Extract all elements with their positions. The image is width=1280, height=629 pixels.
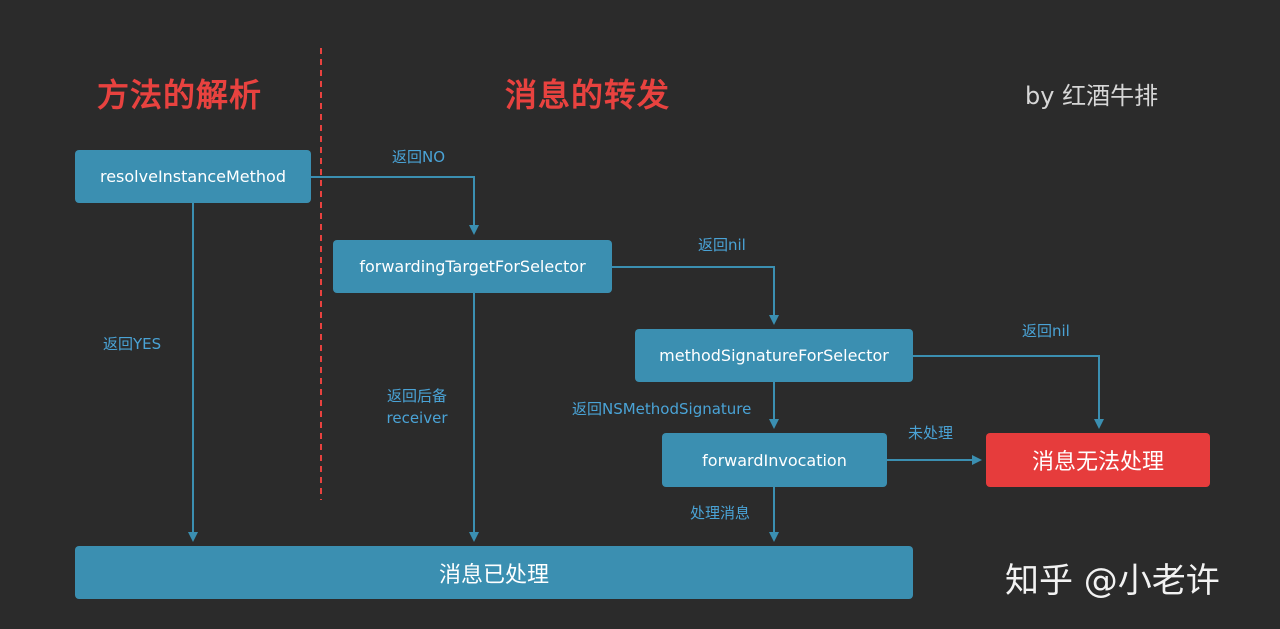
edge-label-return-backup-line2: receiver [386, 409, 448, 427]
node-forwarding-target-for-selector: forwardingTargetForSelector [333, 240, 612, 293]
author-credit: by 红酒牛排 [1025, 82, 1159, 110]
watermark-zhihu: 知乎 @小老许 [1005, 561, 1220, 601]
edge-label-return-nil-forwarding: 返回nil [698, 236, 746, 254]
edge-label-return-ns-method-signature: 返回NSMethodSignature [572, 400, 752, 418]
edge-label-return-nil-signature: 返回nil [1022, 322, 1070, 340]
edge-method-signature-to-cannot-handle [913, 355, 1104, 429]
edge-label-return-backup-receiver: 返回后备 receiver [380, 385, 454, 429]
edge-label-unhandled: 未处理 [908, 424, 954, 442]
node-forward-invocation: forwardInvocation [662, 433, 887, 487]
edge-forwarding-target-to-method-signature [612, 266, 779, 325]
heading-message-forwarding: 消息的转发 [505, 76, 671, 114]
node-method-signature-for-selector: methodSignatureForSelector [635, 329, 913, 382]
node-message-handled: 消息已处理 [75, 546, 913, 599]
heading-method-resolution: 方法的解析 [97, 76, 263, 114]
edge-label-return-yes: 返回YES [103, 335, 162, 353]
edge-label-return-backup-line1: 返回后备 [386, 387, 447, 405]
node-message-cannot-be-handled: 消息无法处理 [986, 433, 1210, 487]
edge-label-handle-message: 处理消息 [690, 504, 751, 522]
edge-label-return-no: 返回NO [392, 148, 446, 166]
node-resolve-instance-method: resolveInstanceMethod [75, 150, 311, 203]
edge-resolve-to-forwarding-target [311, 176, 479, 235]
